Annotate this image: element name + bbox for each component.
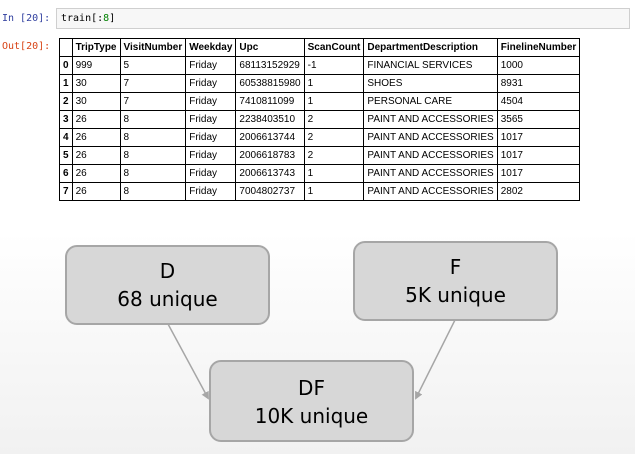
f-node: F 5K unique xyxy=(353,241,558,321)
table-cell: 26 xyxy=(71,182,121,201)
f-node-name: F xyxy=(449,255,462,279)
df-node-name: DF xyxy=(298,376,325,400)
code-text-suffix: ] xyxy=(109,13,116,24)
f-node-count: 5K unique xyxy=(405,283,506,307)
dataframe-table: TripType VisitNumber Weekday Upc ScanCou… xyxy=(59,38,581,201)
code-input-cell[interactable]: train[:8] xyxy=(56,8,630,29)
d-node-count: 68 unique xyxy=(117,287,218,311)
table-cell: Friday xyxy=(185,182,237,201)
table-header-row: TripType VisitNumber Weekday Upc ScanCou… xyxy=(59,38,581,57)
arrow-d-to-df xyxy=(167,323,209,400)
input-prompt: In [20]: xyxy=(2,13,51,24)
table-cell: 3565 xyxy=(496,110,581,129)
arrow-f-to-df xyxy=(415,319,456,400)
table-cell: 7004802737 xyxy=(235,182,305,201)
output-prompt: Out[20]: xyxy=(2,41,51,52)
d-node-name: D xyxy=(159,259,176,283)
d-node: D 68 unique xyxy=(65,245,270,325)
code-text: train[: xyxy=(61,13,104,24)
row-index: 7 xyxy=(59,182,73,201)
code-number: 8 xyxy=(103,13,110,24)
table-cell: PAINT AND ACCESSORIES xyxy=(363,182,498,201)
df-node: DF 10K unique xyxy=(209,360,414,442)
table-cell: 2802 xyxy=(496,182,581,201)
table-cell: 8 xyxy=(119,182,187,201)
df-node-count: 10K unique xyxy=(254,404,369,428)
